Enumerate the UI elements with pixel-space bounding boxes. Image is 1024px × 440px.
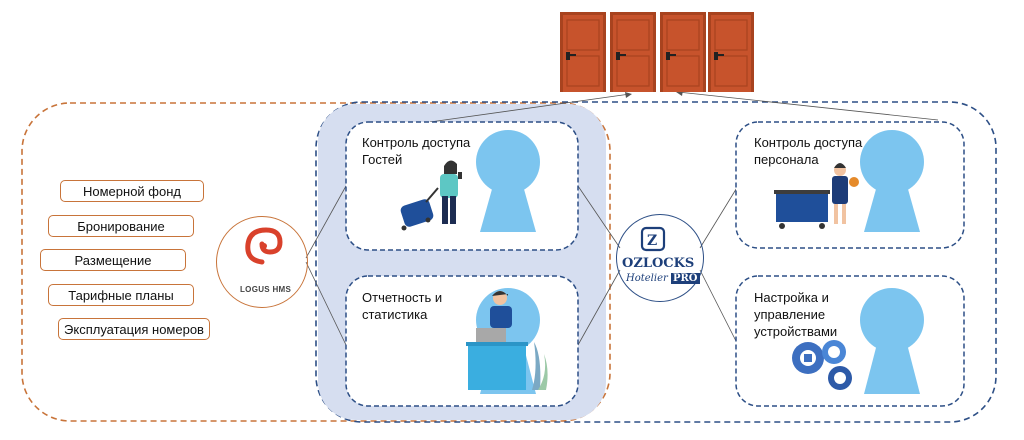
devices-label: Настройка и управление устройствами <box>754 290 838 339</box>
staff-access-label: Контроль доступа персонала <box>754 135 863 167</box>
keyhole-icon <box>860 288 924 394</box>
hms-module-room-stock: Номерной фонд <box>60 180 204 202</box>
hms-module-accommodation: Размещение <box>40 249 186 271</box>
door-icon <box>660 12 706 92</box>
keyhole-icon <box>860 130 924 232</box>
ozlocks-subtitle-pro: PRO <box>670 273 700 284</box>
housekeeper-icon <box>774 163 859 229</box>
ozlocks-subtitle: Hotelier PRO <box>626 273 700 284</box>
logus-connectors <box>305 185 347 346</box>
keyhole-icon <box>476 130 540 232</box>
hms-frame <box>21 102 611 422</box>
logus-hms-logo <box>216 216 308 308</box>
hms-module-room-operations: Эксплуатация номеров <box>58 318 210 340</box>
traveler-icon <box>400 160 462 231</box>
ozlocks-logo <box>616 214 704 302</box>
door-icon <box>560 12 606 92</box>
door-icon <box>708 12 754 92</box>
guest-access-label: Контроль доступа Гостей <box>362 135 471 167</box>
ozlocks-frame <box>315 101 997 423</box>
hms-module-rate-plans: Тарифные планы <box>48 284 194 306</box>
logus-hms-name: LOGUS HMS <box>240 285 292 294</box>
hms-module-booking: Бронирование <box>48 215 194 237</box>
office-worker-icon <box>466 291 548 390</box>
door-icon <box>610 12 656 92</box>
ozlocks-connectors <box>577 185 739 346</box>
gears-icon <box>792 340 852 390</box>
ozlocks-name: OZLOCKS <box>622 256 695 271</box>
reports-label: Отчетность и статистика <box>362 290 443 322</box>
ozlocks-subtitle-script: Hotelier <box>626 273 668 284</box>
